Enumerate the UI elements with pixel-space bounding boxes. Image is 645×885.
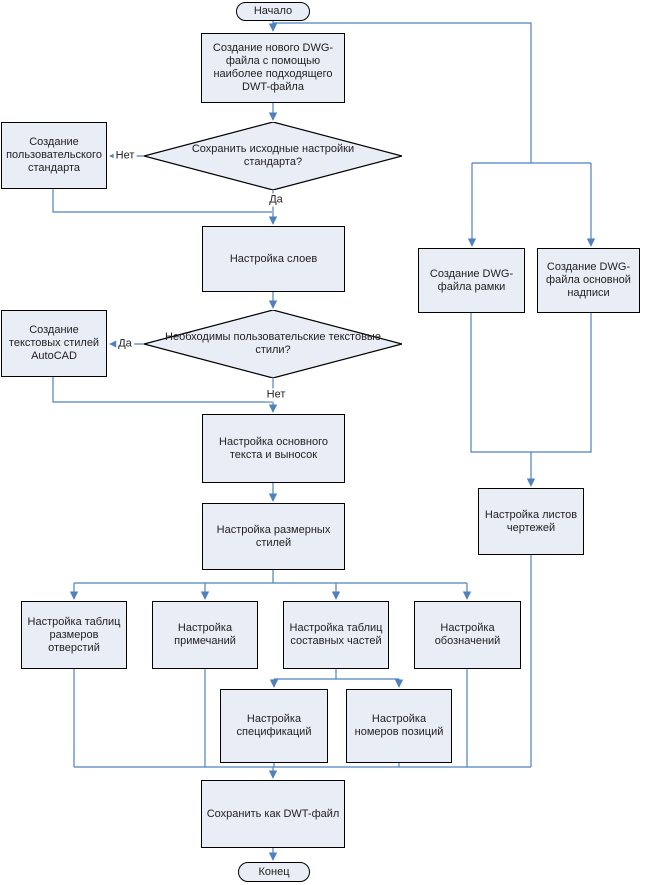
node-create-user-standard-label: Создание пользовательского стандарта bbox=[6, 136, 102, 174]
edge-label-keep-standard-no: Нет bbox=[113, 149, 137, 163]
connector-text-styles-return bbox=[52, 377, 272, 403]
node-end: Конец bbox=[238, 862, 310, 882]
edge-label-text-styles-no: Нет bbox=[264, 388, 288, 402]
node-setup-symbols-label: Настройка обозначений bbox=[434, 622, 501, 647]
node-create-new-dwg-label: Создание нового DWG-файла с помощью наиб… bbox=[212, 42, 334, 93]
node-setup-specs: Настройка спецификаций bbox=[220, 689, 328, 763]
node-setup-parts-tables-label: Настройка таблиц составных частей bbox=[289, 622, 383, 647]
node-setup-notes: Настройка примечаний bbox=[152, 601, 258, 669]
decision-keep-standard-text: Сохранить исходные настройки стандарта? bbox=[191, 143, 355, 168]
node-create-dwg-title: Создание DWG-файла основной надписи bbox=[537, 248, 640, 313]
node-setup-item-numbers-label: Настройка номеров позиций bbox=[354, 713, 444, 738]
node-create-text-styles-label: Создание текстовых стилей AutoCAD bbox=[8, 324, 100, 362]
node-end-label: Конец bbox=[258, 865, 290, 878]
node-create-new-dwg: Создание нового DWG-файла с помощью наиб… bbox=[201, 33, 345, 103]
node-setup-dim-styles: Настройка размерных стилей bbox=[202, 503, 345, 570]
node-create-user-standard: Создание пользовательского стандарта bbox=[1, 122, 107, 189]
connector-start-branch-right bbox=[273, 22, 532, 163]
node-save-dwt: Сохранить как DWT-файл bbox=[201, 780, 345, 848]
node-setup-layers-label: Настройка слоев bbox=[229, 252, 318, 265]
diamond-shape bbox=[144, 310, 402, 378]
node-setup-main-text-label: Настройка основного текста и выносок bbox=[219, 435, 328, 461]
edge-label-text-styles-yes: Да bbox=[116, 337, 134, 351]
node-setup-item-numbers: Настройка номеров позиций bbox=[346, 689, 452, 763]
node-start: Начало bbox=[236, 2, 310, 21]
node-setup-parts-tables: Настройка таблиц составных частей bbox=[283, 601, 389, 669]
node-save-dwt-label: Сохранить как DWT-файл bbox=[206, 807, 340, 820]
node-setup-notes-label: Настройка примечаний bbox=[174, 622, 236, 647]
decision-text-styles-text: Необходимы пользовательские текстовые ст… bbox=[165, 331, 381, 356]
diamond-shape bbox=[144, 122, 402, 190]
connector-user-standard-return bbox=[52, 189, 272, 213]
node-start-label: Начало bbox=[253, 5, 293, 17]
node-setup-sheets-label: Настройка листов чертежей bbox=[484, 508, 578, 534]
node-setup-dim-styles-label: Настройка размерных стилей bbox=[216, 523, 331, 549]
decision-text-styles-shape bbox=[144, 310, 402, 378]
connector-dwg-frame-down bbox=[470, 313, 592, 453]
edge-label-keep-standard-yes: Да bbox=[267, 193, 285, 207]
node-create-dwg-title-label: Создание DWG-файла основной надписи bbox=[546, 261, 631, 299]
node-setup-hole-tables-label: Настройка таблиц размеров отверстий bbox=[27, 615, 121, 654]
node-create-dwg-frame: Создание DWG-файла рамки bbox=[418, 248, 525, 313]
decision-keep-standard-label: Сохранить исходные настройки стандарта? bbox=[164, 128, 382, 184]
node-setup-main-text: Настройка основного текста и выносок bbox=[202, 414, 345, 483]
node-setup-symbols: Настройка обозначений bbox=[414, 601, 521, 669]
node-setup-hole-tables: Настройка таблиц размеров отверстий bbox=[21, 601, 127, 669]
decision-text-styles-label: Необходимы пользовательские текстовые ст… bbox=[164, 316, 382, 372]
node-setup-specs-label: Настройка спецификаций bbox=[236, 713, 312, 738]
node-setup-sheets: Настройка листов чертежей bbox=[478, 488, 584, 555]
node-create-text-styles: Создание текстовых стилей AutoCAD bbox=[1, 310, 107, 377]
decision-keep-standard-shape bbox=[144, 122, 402, 190]
node-create-dwg-frame-label: Создание DWG-файла рамки bbox=[429, 267, 514, 293]
node-setup-layers: Настройка слоев bbox=[202, 226, 345, 292]
